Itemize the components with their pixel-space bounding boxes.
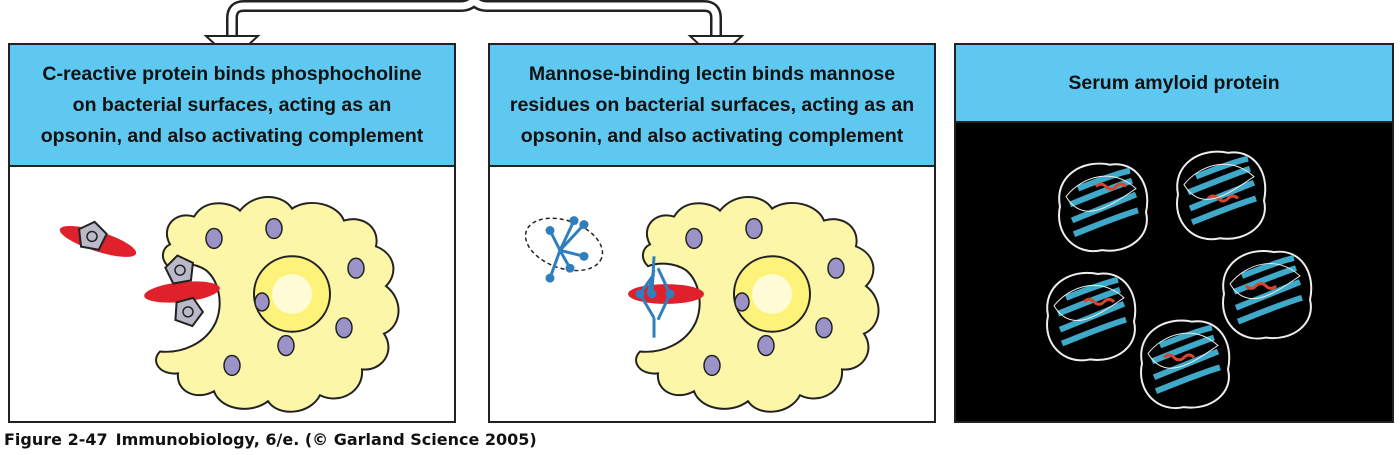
sap-subunit <box>1046 271 1137 362</box>
figure-number: Figure 2-47 <box>4 430 108 449</box>
granule <box>734 292 750 312</box>
crp-pentamer <box>78 220 108 251</box>
sap-subunit <box>1176 150 1267 241</box>
crp-panel-header: C-reactive protein binds phosphocholine … <box>10 45 454 167</box>
granule <box>815 317 833 339</box>
crp-panel-title: C-reactive protein binds phosphocholine … <box>40 62 424 147</box>
granule <box>685 227 703 250</box>
crp-pentamer <box>174 296 205 328</box>
sap-subunit <box>1222 250 1313 340</box>
mbl-panel-header: Mannose-binding lectin binds mannose res… <box>490 45 934 167</box>
granule <box>277 334 295 357</box>
mbl-panel: Mannose-binding lectin binds mannose res… <box>488 43 936 423</box>
granule <box>254 292 270 312</box>
sap-panel: Serum amyloid protein <box>954 43 1394 423</box>
sap-panel-header: Serum amyloid protein <box>956 45 1392 123</box>
granule <box>757 334 775 357</box>
granule <box>827 257 845 279</box>
granule <box>745 217 763 240</box>
bound-mbl-molecule <box>635 256 675 338</box>
granule <box>347 257 365 279</box>
crp-pentamer <box>164 254 194 285</box>
sap-subunit <box>1058 162 1149 253</box>
granule <box>265 217 283 240</box>
opsonized-bacterium <box>144 281 220 303</box>
free-mbl-outline <box>524 217 604 272</box>
granule <box>223 354 241 377</box>
crp-illustration <box>10 167 454 421</box>
nucleus-glow <box>272 274 312 314</box>
granule <box>703 354 721 377</box>
figure-source: Immunobiology, 6/e. (© Garland Science 2… <box>115 430 537 449</box>
figure-caption: Figure 2-47 Immunobiology, 6/e. (© Garlan… <box>4 430 537 449</box>
sap-panel-title: Serum amyloid protein <box>1068 71 1280 94</box>
mbl-illustration <box>490 167 934 421</box>
sap-structure-image <box>956 123 1392 421</box>
crp-panel: C-reactive protein binds phosphocholine … <box>8 43 456 423</box>
free-mbl-molecule <box>545 216 589 283</box>
granule <box>335 317 353 339</box>
nucleus-glow <box>752 274 792 314</box>
granule <box>205 227 223 250</box>
mbl-panel-title: Mannose-binding lectin binds mannose res… <box>509 62 915 147</box>
sap-subunit <box>1140 319 1231 410</box>
